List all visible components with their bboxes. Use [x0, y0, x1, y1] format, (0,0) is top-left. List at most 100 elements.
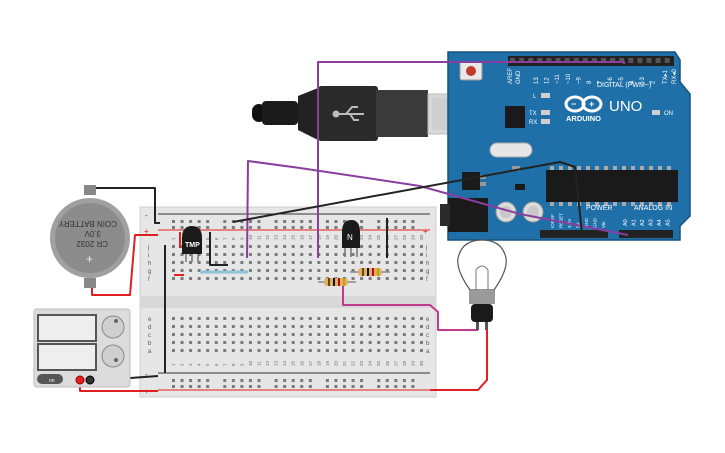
breadboard-hole[interactable] — [172, 341, 175, 344]
breadboard-hole[interactable] — [308, 269, 312, 272]
rail-hole[interactable] — [411, 226, 415, 229]
breadboard-hole[interactable] — [197, 333, 201, 336]
rail-hole[interactable] — [377, 379, 381, 382]
breadboard-hole[interactable] — [172, 269, 175, 272]
rail-hole[interactable] — [274, 379, 278, 382]
breadboard-hole[interactable] — [300, 269, 304, 272]
breadboard-hole[interactable] — [419, 253, 423, 256]
breadboard-hole[interactable] — [231, 325, 235, 328]
breadboard-hole[interactable] — [411, 277, 415, 280]
breadboard-hole[interactable] — [317, 269, 321, 272]
rail-hole[interactable] — [248, 226, 252, 229]
rail-hole[interactable] — [223, 226, 227, 229]
breadboard-hole[interactable] — [266, 245, 270, 248]
rail-hole[interactable] — [240, 220, 244, 223]
breadboard-hole[interactable] — [334, 253, 338, 256]
digital-pin-hole[interactable] — [601, 58, 606, 63]
breadboard-hole[interactable] — [308, 261, 312, 264]
breadboard-hole[interactable] — [223, 349, 227, 352]
breadboard-hole[interactable] — [377, 341, 381, 344]
breadboard-hole[interactable] — [257, 325, 261, 328]
supply-terminal-red[interactable] — [75, 375, 85, 385]
rail-hole[interactable] — [325, 385, 329, 388]
breadboard-hole[interactable] — [360, 333, 364, 336]
breadboard-hole[interactable] — [283, 253, 287, 256]
breadboard-hole[interactable] — [197, 341, 201, 344]
rail-hole[interactable] — [172, 385, 175, 388]
breadboard-hole[interactable] — [402, 341, 406, 344]
breadboard-hole[interactable] — [411, 325, 415, 328]
breadboard-hole[interactable] — [300, 277, 304, 280]
breadboard-hole[interactable] — [231, 341, 235, 344]
purple-wire-analog[interactable] — [246, 160, 629, 259]
rail-hole[interactable] — [223, 385, 227, 388]
breadboard-hole[interactable] — [351, 269, 355, 272]
breadboard-hole[interactable] — [206, 253, 210, 256]
rail-hole[interactable] — [360, 379, 364, 382]
digital-pin-hole[interactable] — [655, 58, 661, 63]
breadboard-hole[interactable] — [419, 269, 423, 272]
digital-pin-hole[interactable] — [582, 58, 588, 63]
breadboard-hole[interactable] — [351, 317, 355, 320]
breadboard-hole[interactable] — [180, 325, 184, 328]
breadboard-hole[interactable] — [257, 333, 261, 336]
rail-hole[interactable] — [360, 226, 364, 229]
breadboard-hole[interactable] — [248, 325, 252, 328]
breadboard-hole[interactable] — [266, 253, 270, 256]
breadboard-hole[interactable] — [257, 317, 261, 320]
breadboard-hole[interactable] — [197, 269, 201, 272]
breadboard-hole[interactable] — [223, 325, 227, 328]
breadboard-hole[interactable] — [189, 349, 193, 352]
breadboard-hole[interactable] — [402, 245, 406, 248]
breadboard-hole[interactable] — [334, 325, 338, 328]
breadboard-hole[interactable] — [189, 261, 193, 264]
breadboard-hole[interactable] — [368, 341, 372, 344]
rail-hole[interactable] — [206, 226, 210, 229]
rail-hole[interactable] — [394, 226, 398, 229]
breadboard-hole[interactable] — [189, 277, 193, 280]
breadboard-hole[interactable] — [291, 333, 295, 336]
breadboard-hole[interactable] — [266, 341, 270, 344]
breadboard-hole[interactable] — [231, 245, 235, 248]
rail-hole[interactable] — [308, 379, 312, 382]
breadboard-hole[interactable] — [325, 253, 329, 256]
breadboard-hole[interactable] — [402, 325, 406, 328]
breadboard-hole[interactable] — [402, 349, 406, 352]
breadboard-hole[interactable] — [351, 341, 355, 344]
rail-hole[interactable] — [291, 379, 295, 382]
rail-hole[interactable] — [197, 226, 201, 229]
breadboard-hole[interactable] — [317, 317, 321, 320]
breadboard-hole[interactable] — [377, 261, 381, 264]
rail-hole[interactable] — [206, 379, 210, 382]
rail-hole[interactable] — [231, 226, 235, 229]
breadboard-hole[interactable] — [360, 277, 364, 280]
breadboard-hole[interactable] — [172, 245, 175, 248]
breadboard-hole[interactable] — [223, 277, 227, 280]
breadboard-hole[interactable] — [291, 253, 295, 256]
breadboard-hole[interactable] — [385, 333, 389, 336]
rail-hole[interactable] — [377, 385, 381, 388]
breadboard-hole[interactable] — [343, 341, 346, 344]
breadboard-hole[interactable] — [231, 261, 235, 264]
rail-hole[interactable] — [343, 379, 346, 382]
breadboard-hole[interactable] — [308, 317, 312, 320]
breadboard-hole[interactable] — [283, 269, 287, 272]
breadboard-hole[interactable] — [351, 325, 355, 328]
rail-hole[interactable] — [360, 220, 364, 223]
breadboard-hole[interactable] — [291, 341, 295, 344]
breadboard-hole[interactable] — [180, 349, 184, 352]
breadboard-hole[interactable] — [402, 253, 406, 256]
breadboard-hole[interactable] — [368, 349, 372, 352]
breadboard-hole[interactable] — [266, 333, 270, 336]
rail-hole[interactable] — [223, 379, 227, 382]
breadboard-hole[interactable] — [197, 349, 201, 352]
rail-hole[interactable] — [334, 385, 338, 388]
breadboard-hole[interactable] — [325, 317, 329, 320]
breadboard-hole[interactable] — [189, 269, 193, 272]
breadboard-hole[interactable] — [300, 325, 304, 328]
breadboard-hole[interactable] — [240, 277, 244, 280]
digital-pin-hole[interactable] — [664, 58, 670, 63]
breadboard-hole[interactable] — [394, 277, 398, 280]
breadboard-hole[interactable] — [189, 341, 193, 344]
